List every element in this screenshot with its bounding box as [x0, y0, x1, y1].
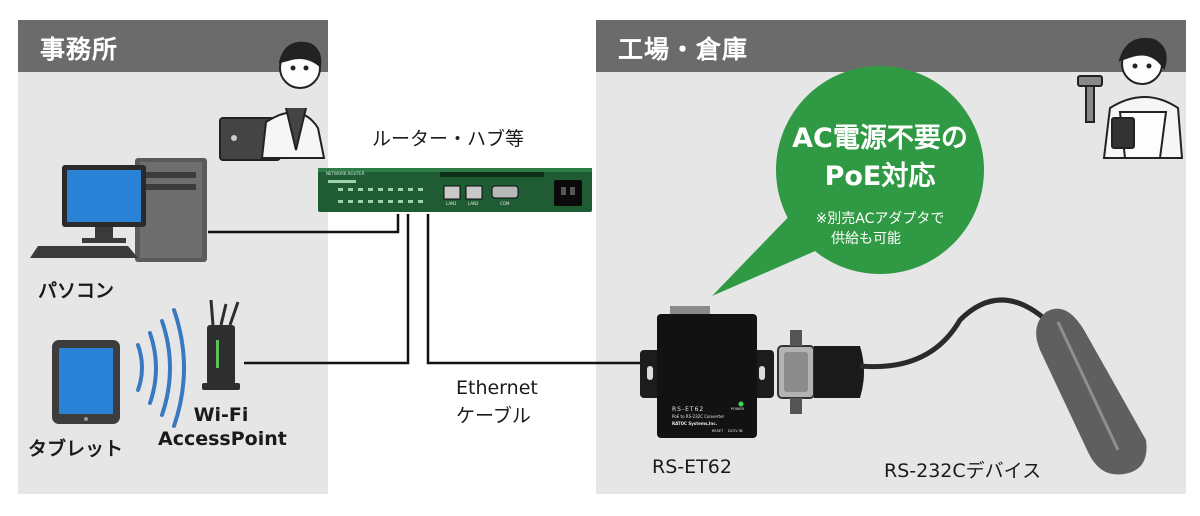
poe-callout	[712, 66, 984, 296]
rs232c-device-icon	[777, 297, 1147, 475]
access-point-icon	[202, 299, 240, 390]
converter-label: RS-ET62	[652, 456, 732, 478]
router-label: ルーター・ハブ等	[372, 128, 525, 150]
callout-note2: 供給も可能	[831, 231, 901, 247]
converter-cable	[426, 214, 642, 365]
converter-face-dc: DC5V IN	[728, 429, 743, 433]
converter-face-sub: PoE to RS-232C Converter	[672, 414, 725, 419]
router-port-lan1: LAN1	[446, 201, 457, 206]
pc-label: パソコン	[38, 280, 115, 302]
ap-cable	[244, 214, 410, 365]
router-brand-text: NETWORK ROUTER	[326, 171, 365, 176]
callout-line2: PoE対応	[824, 161, 936, 192]
converter-face-maker: RATOC Systems,Inc.	[672, 421, 718, 426]
office-header: 事務所	[18, 20, 328, 72]
factory-worker-illustration	[1077, 38, 1184, 159]
wifi-label-line1: Wi-Fi	[193, 404, 249, 426]
callout-note1: ※別売ACアダプタで	[815, 211, 945, 227]
converter-face-power: POWER	[731, 407, 744, 411]
cable-label-line1: Ethernet	[456, 377, 538, 399]
wifi-signal-icon	[136, 308, 186, 428]
router-port-lan2: LAN2	[468, 201, 479, 206]
tablet-icon	[52, 340, 120, 424]
cable-label-line2: ケーブル	[456, 405, 531, 427]
converter-face-reset: RESET	[712, 429, 724, 433]
tablet-label: タブレット	[28, 438, 124, 460]
factory-header: 工場・倉庫	[596, 20, 1186, 72]
rs-et62-converter-icon	[640, 306, 774, 438]
network-cables	[208, 214, 642, 365]
device-label: RS-232Cデバイス	[884, 460, 1042, 482]
callout-line1: AC電源不要の	[792, 123, 968, 154]
wifi-label-line2: AccessPoint	[158, 428, 287, 450]
pc-cable	[208, 214, 400, 234]
factory-title: 工場・倉庫	[618, 35, 749, 64]
router-device	[318, 168, 592, 212]
office-worker-illustration	[219, 41, 326, 161]
router-port-com: COM	[500, 201, 510, 206]
office-title: 事務所	[40, 35, 119, 64]
desktop-pc-icon	[30, 158, 207, 262]
converter-face-model: RS-ET62	[672, 406, 705, 413]
